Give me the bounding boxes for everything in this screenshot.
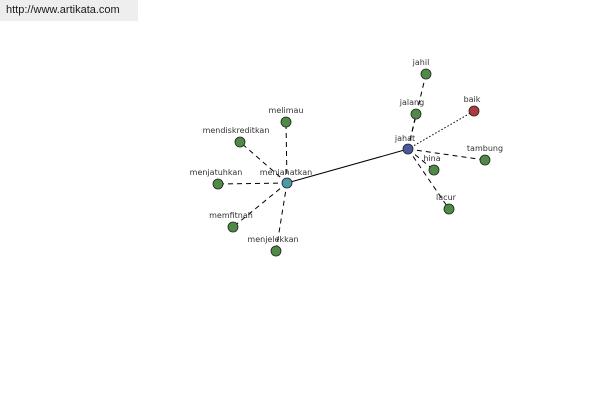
edge-menjahatkan-melimau <box>285 121 288 184</box>
graph-node-memfitnah[interactable]: memfitnah <box>209 211 253 233</box>
node-dot-hina[interactable] <box>428 164 440 176</box>
edge-jahat-tambung <box>407 148 486 161</box>
edge-jahat-hina <box>407 148 435 171</box>
edge-jahat-jalang <box>407 113 417 150</box>
node-label-jalang: jalang <box>399 98 424 107</box>
node-label-melimau: melimau <box>269 106 304 115</box>
graph-node-hina[interactable]: hina <box>423 154 441 176</box>
node-label-menjahatkan: menjahatkan <box>260 168 312 177</box>
node-label-lacur: lacur <box>436 193 457 202</box>
node-label-memfitnah: memfitnah <box>209 211 253 220</box>
node-label-tambung: tambung <box>467 144 503 153</box>
graph-node-baik[interactable]: baik <box>464 95 481 117</box>
graph-node-jahil[interactable]: jahil <box>412 58 432 80</box>
node-dot-menjelekkan[interactable] <box>270 245 282 257</box>
edge-menjahatkan-memfitnah <box>232 182 288 228</box>
node-dot-mendiskreditkan[interactable] <box>234 136 246 148</box>
node-dot-menjatuhkan[interactable] <box>212 178 224 190</box>
graph-node-jalang[interactable]: jalang <box>399 98 424 120</box>
node-label-baik: baik <box>464 95 481 104</box>
node-dot-tambung[interactable] <box>479 154 491 166</box>
node-label-jahil: jahil <box>412 58 430 67</box>
node-dot-jalang[interactable] <box>410 108 422 120</box>
edge-menjahatkan-jahat <box>286 148 409 184</box>
graph-node-mendiskreditkan[interactable]: mendiskreditkan <box>203 126 270 148</box>
nodes-layer: menjahatkan jahat melimau mendiskreditkan me… <box>190 58 503 257</box>
graph-node-menjatuhkan[interactable]: menjatuhkan <box>190 168 243 190</box>
node-dot-baik[interactable] <box>468 105 480 117</box>
graph-node-jahat[interactable]: jahat <box>394 134 415 155</box>
node-label-hina: hina <box>423 154 440 163</box>
node-label-menjatuhkan: menjatuhkan <box>190 168 243 177</box>
graph-node-menjahatkan[interactable]: menjahatkan <box>260 168 312 189</box>
source-url-banner[interactable]: http://www.artikata.com <box>0 0 138 21</box>
graph-node-lacur[interactable]: lacur <box>436 193 457 215</box>
node-dot-lacur[interactable] <box>443 203 455 215</box>
node-label-jahat: jahat <box>394 134 415 143</box>
graph-node-tambung[interactable]: tambung <box>467 144 503 166</box>
node-dot-melimau[interactable] <box>280 116 292 128</box>
edge-menjahatkan-mendiskreditkan <box>239 141 288 184</box>
node-dot-jahil[interactable] <box>420 68 432 80</box>
edge-menjahatkan-menjelekkan <box>275 182 288 252</box>
node-label-menjelekkan: menjelekkan <box>247 235 298 244</box>
node-dot-memfitnah[interactable] <box>227 221 239 233</box>
edge-jahat-baik <box>407 110 475 150</box>
node-label-mendiskreditkan: mendiskreditkan <box>203 126 270 135</box>
node-dot-menjahatkan[interactable] <box>281 177 293 189</box>
node-dot-jahat[interactable] <box>402 143 414 155</box>
graph-node-menjelekkan[interactable]: menjelekkan <box>247 235 299 257</box>
graph-node-melimau[interactable]: melimau <box>269 106 304 128</box>
edge-menjahatkan-menjatuhkan <box>217 182 288 185</box>
edge-jahat-lacur <box>407 148 450 210</box>
edges-layer <box>217 73 486 252</box>
